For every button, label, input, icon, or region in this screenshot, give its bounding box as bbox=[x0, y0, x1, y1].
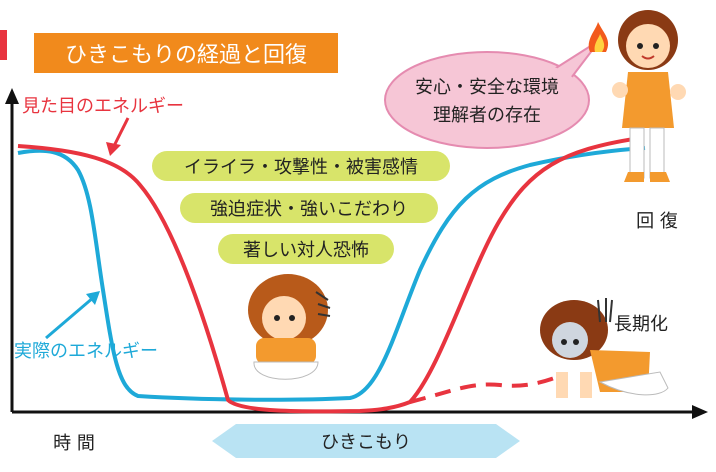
girl-recovered-icon bbox=[588, 10, 686, 182]
cause-pill-2 bbox=[180, 193, 438, 223]
x-axis-arrow bbox=[692, 405, 708, 419]
actual-energy-label: 実際のエネルギー bbox=[14, 341, 158, 362]
cause-label-3: 著しい対人恐怖 bbox=[243, 240, 369, 261]
time-axis-label: 時 間 bbox=[53, 433, 95, 454]
cause-pill-1 bbox=[152, 151, 450, 181]
cause-pill-3 bbox=[218, 234, 394, 264]
edge-accent bbox=[0, 30, 7, 60]
apparent-pointer-head bbox=[106, 142, 121, 156]
cause-label-2: 強迫症状・強いこだわり bbox=[210, 199, 408, 220]
actual-energy-curve bbox=[17, 146, 646, 402]
support-line-1: 安心・安全な環境 bbox=[415, 77, 559, 98]
period-arrow bbox=[212, 424, 520, 458]
girl-crouching-icon bbox=[248, 274, 331, 380]
apparent-energy-curve bbox=[17, 136, 641, 414]
page-title: ひきこもりの経過と回復 bbox=[65, 43, 307, 68]
support-line-2: 理解者の存在 bbox=[433, 105, 541, 126]
actual-pointer bbox=[45, 295, 95, 340]
title-box bbox=[34, 33, 338, 73]
apparent-pointer bbox=[111, 117, 130, 149]
cause-label-1: イライラ・攻撃性・被害感情 bbox=[184, 157, 418, 178]
period-label: ひきこもり bbox=[321, 432, 411, 453]
recovery-label: 回 復 bbox=[636, 211, 678, 232]
apparent-energy-label: 見た目のエネルギー bbox=[22, 96, 184, 117]
girl-kneeling-icon bbox=[540, 298, 669, 398]
y-axis-arrow bbox=[5, 88, 19, 104]
actual-pointer-head bbox=[86, 291, 100, 305]
support-bubble: 安心・安全な環境 理解者の存在 bbox=[384, 39, 601, 149]
prolonged-label: 長期化 bbox=[614, 314, 668, 335]
prolonged-dashed-curve bbox=[409, 372, 566, 404]
